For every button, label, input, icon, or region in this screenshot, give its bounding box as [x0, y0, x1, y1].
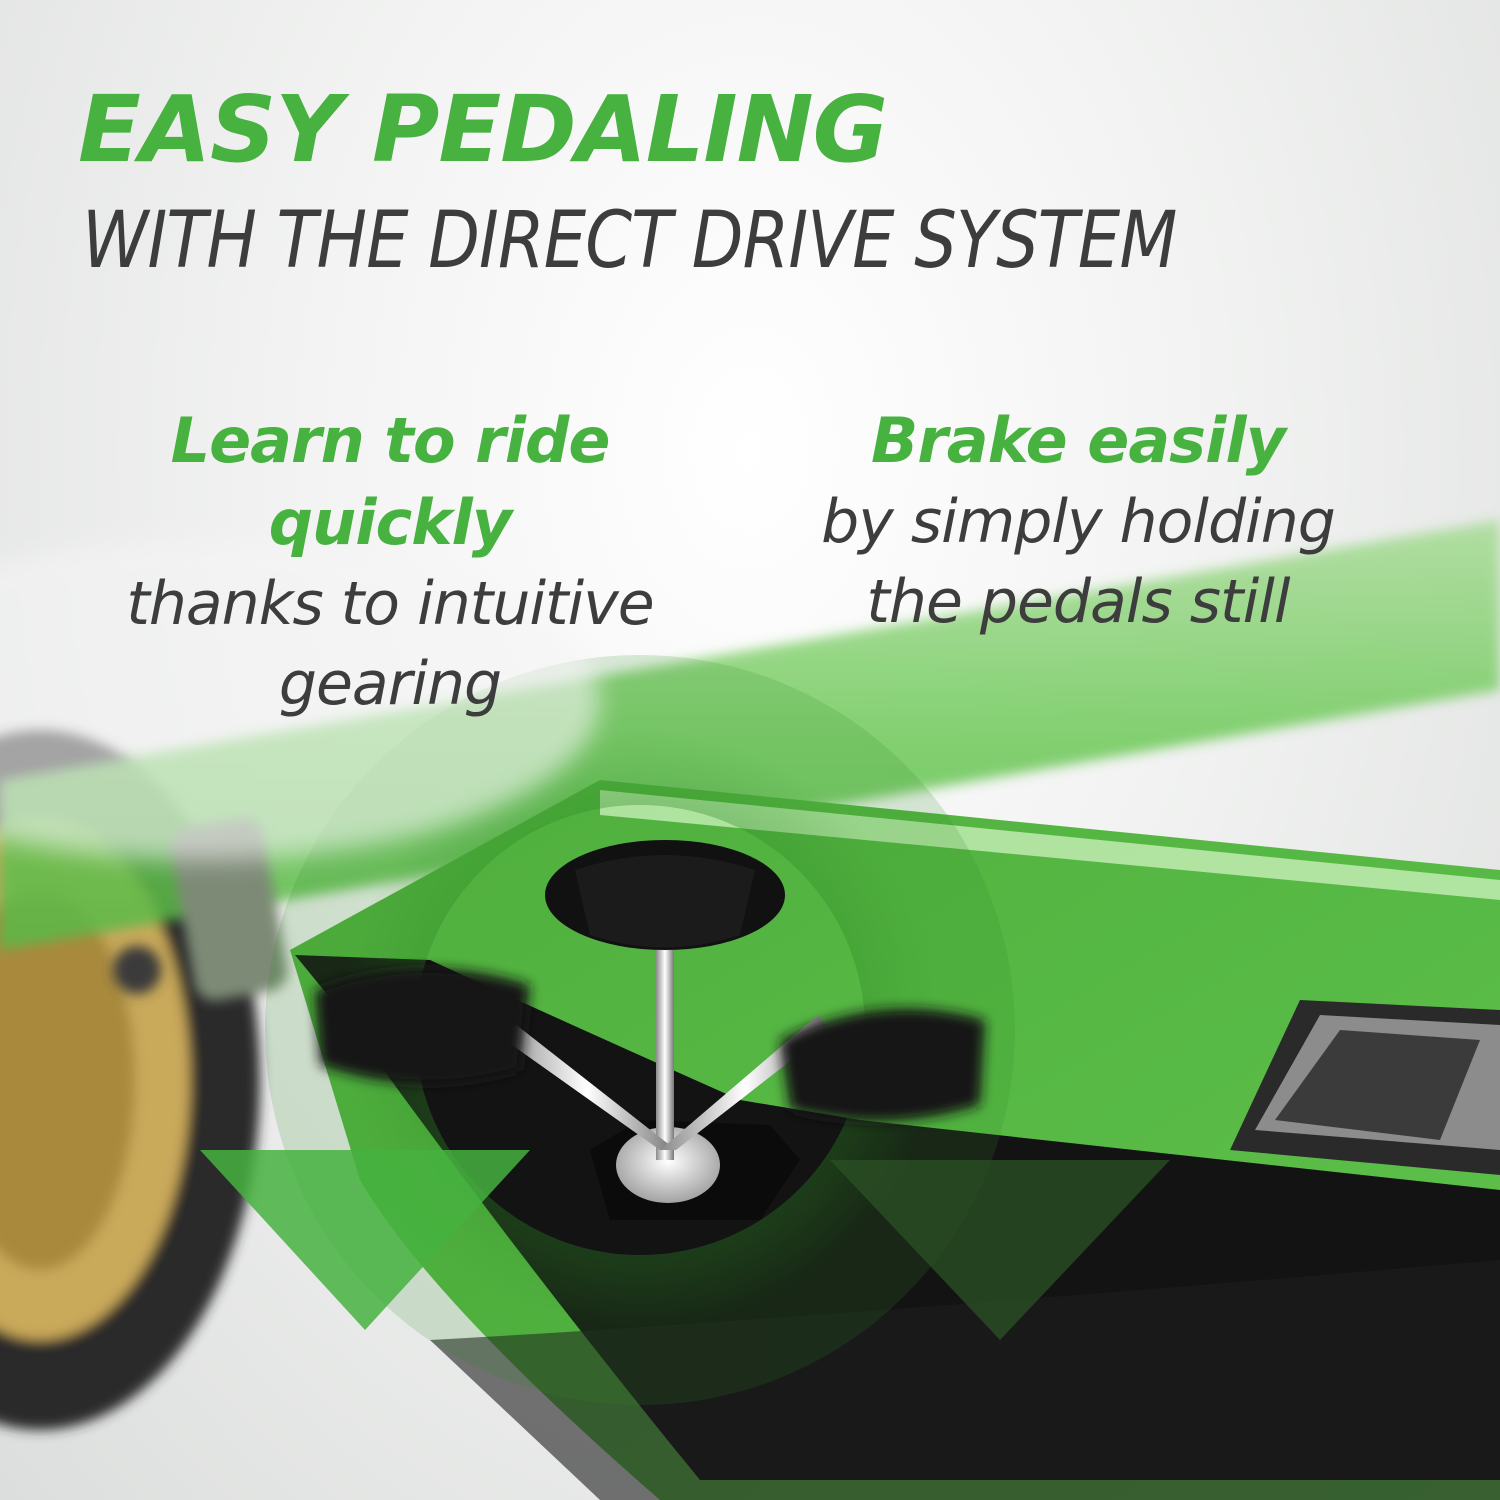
subheadline: WITH THE DIRECT DRIVE SYSTEM: [82, 196, 1177, 286]
feature-line: the pedals still: [866, 567, 1290, 637]
pedal-right: [780, 1008, 985, 1122]
feature-line: thanks to intuitive: [126, 569, 654, 639]
headline: EASY PEDALING: [78, 76, 888, 183]
rotation-arrow-left-icon: [200, 1150, 530, 1330]
feature-learn-quickly: Learn to ride quickly thanks to intuitiv…: [40, 400, 740, 724]
pedal-left: [315, 968, 530, 1084]
feature-line: by simply holding: [821, 487, 1336, 557]
feature-brake-easily: Brake easily by simply holding the pedal…: [728, 400, 1428, 642]
vent: [1230, 1000, 1500, 1175]
feature-title: Brake easily: [870, 404, 1286, 477]
frame-clamp: [113, 818, 288, 1001]
pedal-hub: [590, 1120, 800, 1220]
feature-line: gearing: [278, 649, 502, 719]
rotation-arrow-right-icon: [830, 1160, 1170, 1340]
pedal-top: [545, 840, 785, 950]
feature-title: Learn to ride quickly: [170, 404, 611, 559]
